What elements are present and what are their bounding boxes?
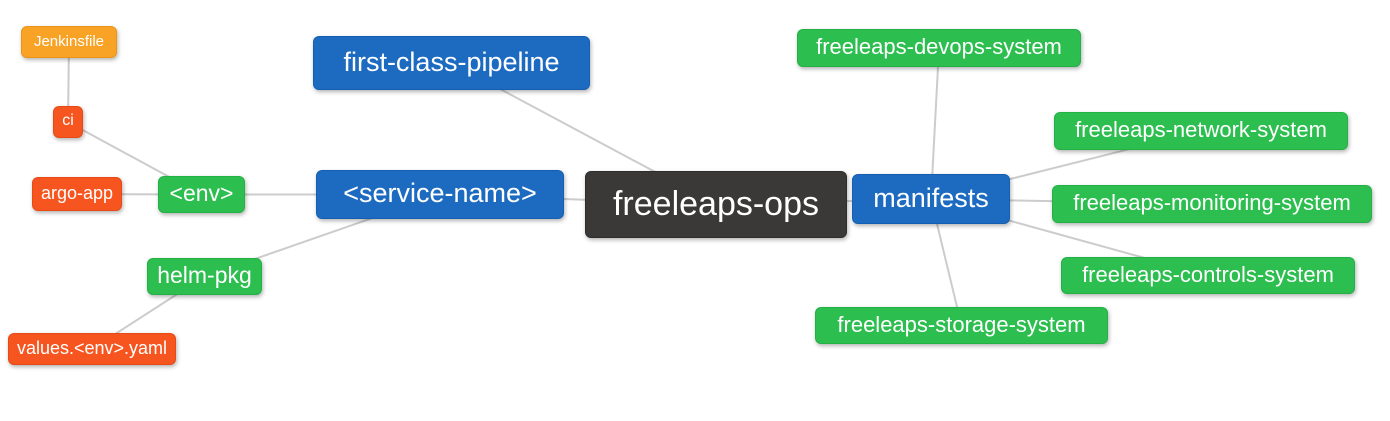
node-label: freeleaps-ops: [612, 184, 819, 223]
node-label: <service-name>: [343, 178, 537, 208]
node-manifests[interactable]: manifests: [852, 174, 1010, 224]
node-freeleaps-monitoring-system[interactable]: freeleaps-monitoring-system: [1052, 185, 1372, 223]
node-label: helm-pkg: [157, 262, 252, 288]
node-jenkinsfile[interactable]: Jenkinsfile: [21, 26, 117, 58]
node-values-env-yaml[interactable]: values.<env>.yaml: [8, 333, 176, 365]
node-label: first-class-pipeline: [343, 46, 560, 77]
node-label: freeleaps-devops-system: [816, 34, 1062, 59]
node-freeleaps-network-system[interactable]: freeleaps-network-system: [1054, 112, 1348, 150]
node-env[interactable]: <env>: [158, 176, 245, 213]
node-freeleaps-controls-system[interactable]: freeleaps-controls-system: [1061, 257, 1355, 294]
node-service-name[interactable]: <service-name>: [316, 170, 564, 219]
node-freeleaps-devops-system[interactable]: freeleaps-devops-system: [797, 29, 1081, 67]
node-label: freeleaps-network-system: [1075, 117, 1327, 142]
node-label: freeleaps-storage-system: [837, 311, 1086, 337]
node-freeleaps-storage-system[interactable]: freeleaps-storage-system: [815, 307, 1108, 344]
node-label: ci: [62, 112, 74, 129]
node-label: freeleaps-controls-system: [1082, 261, 1334, 287]
node-label: values.<env>.yaml: [16, 338, 168, 358]
node-argo-app[interactable]: argo-app: [32, 177, 122, 211]
edge-manifests-freeleaps-devops-system: [930, 47, 940, 200]
node-label: freeleaps-monitoring-system: [1073, 190, 1351, 215]
node-label: argo-app: [40, 183, 114, 203]
node-first-class-pipeline[interactable]: first-class-pipeline: [313, 36, 590, 90]
node-label: <env>: [169, 180, 234, 206]
node-label: manifests: [873, 182, 989, 213]
node-helm-pkg[interactable]: helm-pkg: [147, 258, 262, 295]
node-label: Jenkinsfile: [33, 32, 105, 50]
node-freeleaps-ops[interactable]: freeleaps-ops: [585, 171, 847, 238]
node-ci[interactable]: ci: [53, 106, 83, 138]
